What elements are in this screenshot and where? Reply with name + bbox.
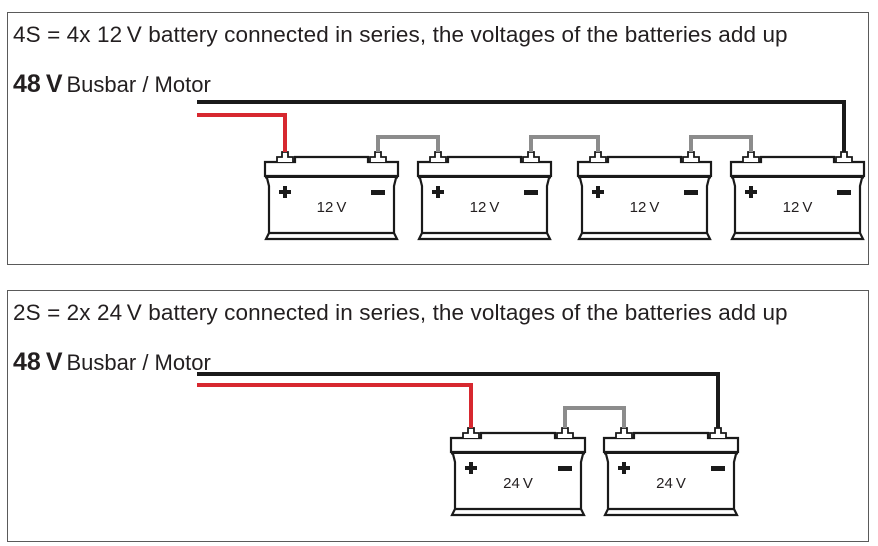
- positive-terminal: [589, 151, 607, 162]
- battery-body: [417, 177, 552, 241]
- battery-body: [450, 453, 586, 517]
- series-link-wire: [689, 135, 753, 152]
- battery: 12 V: [263, 151, 400, 241]
- battery: 12 V: [416, 151, 553, 241]
- battery-voltage-label: 24 V: [656, 475, 686, 492]
- plus-sign-icon: [279, 186, 291, 198]
- plus-sign-icon: [592, 186, 604, 198]
- battery-voltage-label: 12 V: [630, 199, 660, 216]
- battery-body: [603, 453, 739, 517]
- negative-terminal: [522, 151, 540, 162]
- panel-4s-diagram: 12 V 12 V 12 V 12 V: [197, 100, 866, 241]
- busbar-voltage: 48 V: [13, 348, 63, 376]
- plus-sign-icon: [465, 462, 477, 474]
- negative-busbar-wire: [197, 100, 846, 152]
- negative-terminal: [709, 427, 727, 438]
- positive-terminal: [615, 427, 633, 438]
- battery-lid: [263, 155, 400, 178]
- battery-lid: [729, 155, 866, 178]
- negative-terminal: [835, 151, 853, 162]
- battery-body: [264, 177, 399, 241]
- negative-terminal: [682, 151, 700, 162]
- busbar-voltage: 48 V: [13, 70, 63, 98]
- battery-voltage-label: 24 V: [503, 475, 533, 492]
- minus-sign-icon: [524, 190, 538, 195]
- minus-sign-icon: [558, 466, 572, 471]
- battery-body: [730, 177, 865, 241]
- panel-caption: 4S = 4x 12 V battery connected in series…: [13, 22, 788, 47]
- battery: 24 V: [602, 427, 740, 517]
- battery-lid: [576, 155, 713, 178]
- plus-sign-icon: [432, 186, 444, 198]
- battery-voltage-label: 12 V: [317, 199, 347, 216]
- panel-caption: 2S = 2x 24 V battery connected in series…: [13, 300, 788, 325]
- battery: 12 V: [729, 151, 866, 241]
- series-link-wire: [529, 135, 600, 152]
- battery: 24 V: [449, 427, 587, 517]
- battery-body: [577, 177, 712, 241]
- battery-lid: [602, 431, 740, 454]
- battery: 12 V: [576, 151, 713, 241]
- positive-wire: [197, 383, 473, 428]
- positive-terminal: [276, 151, 294, 162]
- positive-wire: [197, 113, 287, 152]
- positive-terminal: [742, 151, 760, 162]
- minus-sign-icon: [684, 190, 698, 195]
- panel-2s-diagram: 24 V 24 V: [197, 372, 740, 517]
- negative-terminal: [369, 151, 387, 162]
- negative-terminal: [556, 427, 574, 438]
- plus-sign-icon: [745, 186, 757, 198]
- minus-sign-icon: [371, 190, 385, 195]
- battery-lid: [449, 431, 587, 454]
- battery-voltage-label: 12 V: [470, 199, 500, 216]
- battery-lid: [416, 155, 553, 178]
- plus-sign-icon: [618, 462, 630, 474]
- busbar-label: Busbar / Motor: [66, 350, 211, 375]
- series-link-wire: [376, 135, 440, 152]
- positive-terminal: [462, 427, 480, 438]
- negative-busbar-wire: [197, 372, 720, 428]
- battery-voltage-label: 12 V: [783, 199, 813, 216]
- busbar-label: Busbar / Motor: [66, 72, 211, 97]
- series-link-wire: [563, 406, 626, 428]
- minus-sign-icon: [837, 190, 851, 195]
- minus-sign-icon: [711, 466, 725, 471]
- positive-terminal: [429, 151, 447, 162]
